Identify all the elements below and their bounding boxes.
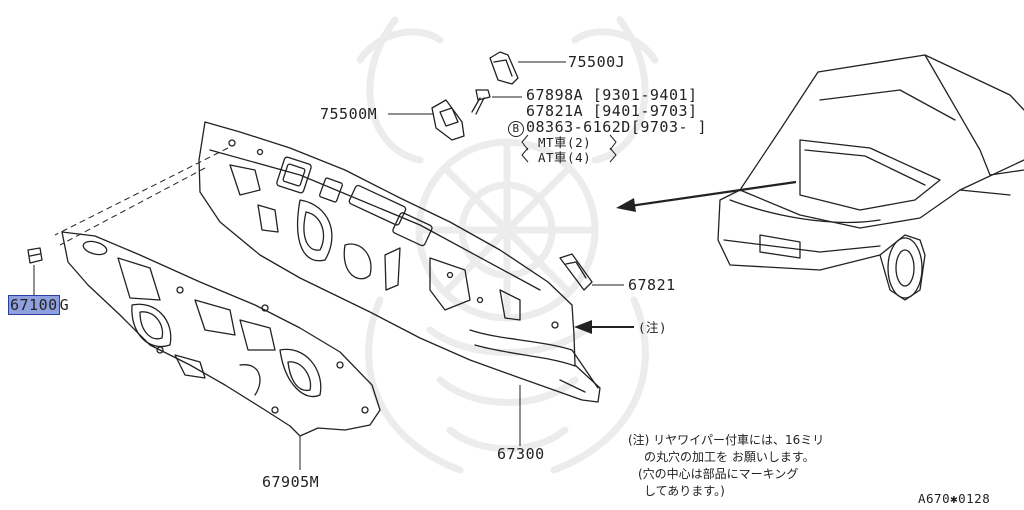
part-highlight[interactable]: 67100 [8, 295, 60, 315]
note-block: (注) リヤワイパー付車には、16ミリ の丸穴の加工を お願いします。 (穴の中… [628, 432, 824, 500]
label-75500m: 75500M [320, 105, 378, 123]
clip-67100g [27, 247, 43, 264]
dashed-guides [54, 147, 229, 246]
bracket-75500m [431, 99, 465, 141]
watermark-crest-icon [356, 16, 659, 474]
label-chu: (注) [638, 320, 668, 335]
label-67821: 67821 [628, 276, 676, 294]
arrow-left-icon [574, 180, 797, 334]
bracket-75500j [489, 51, 519, 85]
label-mt: MT車(2) [538, 135, 592, 150]
label-67898a: 67898A [9301-9401] [526, 86, 698, 104]
note-line: の丸穴の加工を お願いします。 [644, 450, 815, 464]
label-at: AT車(4) [538, 150, 592, 165]
label-67821a: 67821A [9401-9703] [526, 102, 698, 120]
label-75500j: 75500J [568, 53, 626, 71]
b-mark-icon: B [508, 121, 524, 137]
bolt-icon [471, 89, 491, 115]
diagram-code: A670✱0128 [918, 491, 991, 506]
car-front-icon [717, 54, 1024, 301]
dash-panel-67300 [198, 121, 601, 403]
clip-icon [559, 253, 593, 291]
insulator-67905m [61, 231, 381, 437]
note-line: (穴の中心は部品にマーキング [638, 467, 799, 481]
label-67300: 67300 [497, 445, 545, 463]
label-67905m: 67905M [262, 473, 320, 491]
leader-lines [33, 61, 624, 470]
note-line: してあります。) [644, 484, 725, 498]
note-line: (注) リヤワイパー付車には、16ミリ [628, 433, 825, 447]
